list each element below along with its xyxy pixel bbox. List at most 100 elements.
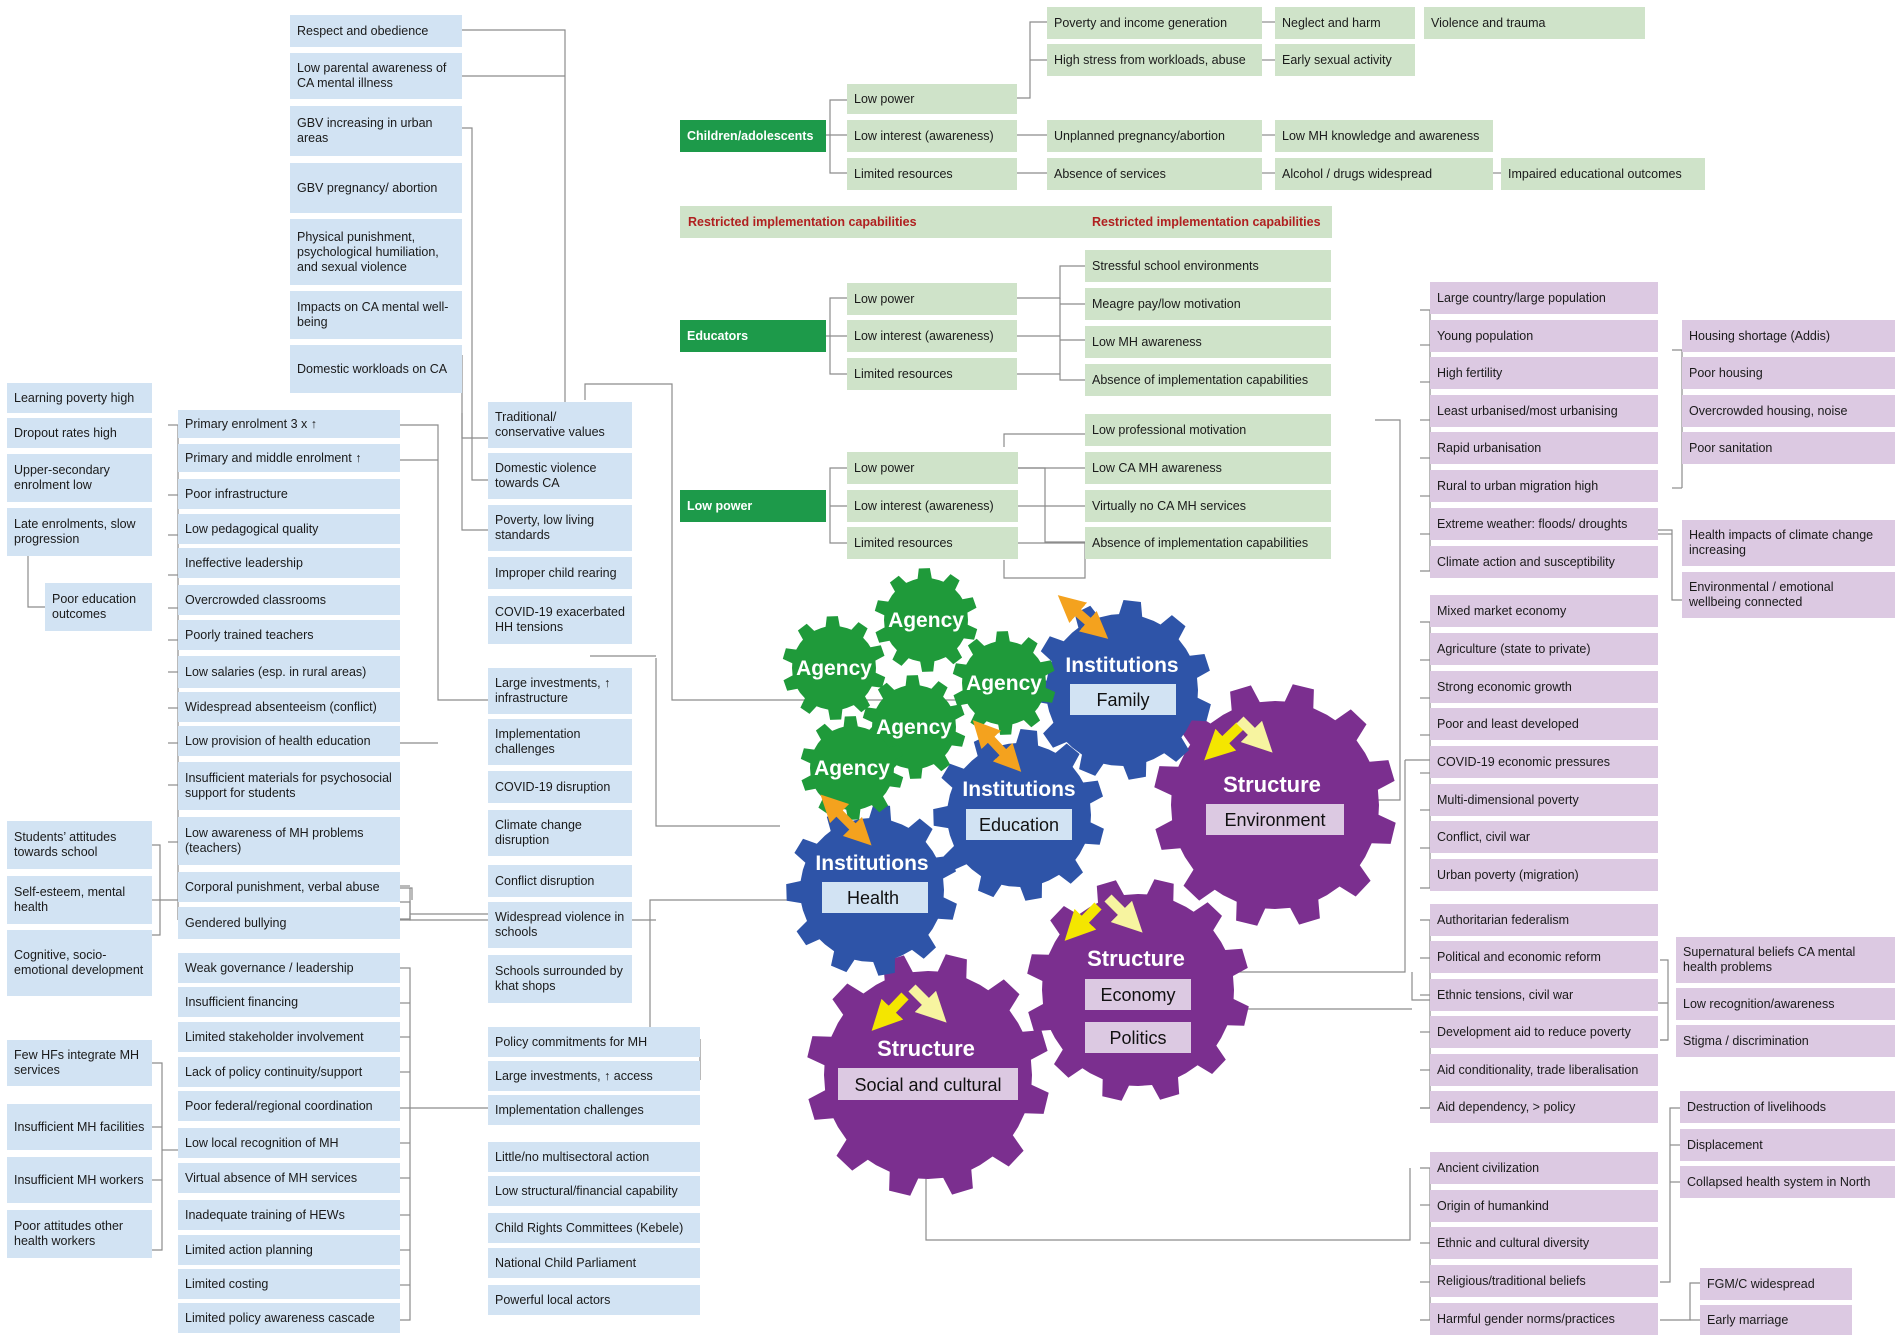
hlth-child-parliament: National Child Parliament <box>488 1248 700 1278</box>
node-poverty-income: Poverty and income generation <box>1047 7 1262 39</box>
soc-origin-humankind: Origin of humankind <box>1430 1190 1658 1222</box>
fam-low-parental: Low parental awareness of CA mental illn… <box>290 53 462 99</box>
fam-impacts-ca: Impacts on CA mental well-being <box>290 291 462 339</box>
hlth-few-hfs: Few HFs integrate MH services <box>7 1040 152 1086</box>
edu-overcrowded: Overcrowded classrooms <box>178 585 400 615</box>
env-poor-housing: Poor housing <box>1682 357 1895 389</box>
lp-no-ca-mh-services: Virtually no CA MH services <box>1085 490 1331 522</box>
node-unplanned-pregnancy: Unplanned pregnancy/abortion <box>1047 120 1262 152</box>
hlth-insufficient-facilities: Insufficient MH facilities <box>7 1104 152 1150</box>
edu-limited-resources: Limited resources <box>847 358 1017 390</box>
fam-poverty: Poverty, low living standards <box>488 505 632 551</box>
edu-primary-middle: Primary and middle enrolment ↑ <box>178 444 400 472</box>
soc-displacement: Displacement <box>1680 1129 1895 1161</box>
node-early-sexual: Early sexual activity <box>1275 44 1415 76</box>
arrow-econ-down-icon <box>1104 894 1143 933</box>
banner-text-right: Restricted implementation capabilities <box>1092 215 1321 229</box>
hlth-little-multisectoral: Little/no multisectoral action <box>488 1142 700 1172</box>
soc-ethnic-diversity: Ethnic and cultural diversity <box>1430 1227 1658 1259</box>
pol-stigma: Stigma / discrimination <box>1676 1025 1895 1057</box>
econ-agriculture: Agriculture (state to private) <box>1430 633 1658 665</box>
hlth-limited-action: Limited action planning <box>178 1235 400 1265</box>
gear-agency-1 <box>874 568 978 672</box>
env-poor-sanitation: Poor sanitation <box>1682 432 1895 464</box>
pol-reform: Political and economic reform <box>1430 941 1658 973</box>
edu-primary-enrolment: Primary enrolment 3 x ↑ <box>178 410 400 438</box>
edu-dropout: Dropout rates high <box>7 418 152 448</box>
edu-meagre-pay: Meagre pay/low motivation <box>1085 288 1331 320</box>
fam-traditional-values: Traditional/ conservative values <box>488 402 632 448</box>
hlth-low-local-recognition: Low local recognition of MH <box>178 1128 400 1158</box>
social-label-bg <box>838 1068 1018 1100</box>
economy-label-bg <box>1085 979 1191 1010</box>
education-gear-label: Education <box>979 815 1059 835</box>
lp-low-power: Low power <box>847 452 1018 484</box>
edu-self-esteem: Self-esteem, mental health <box>7 876 152 924</box>
arrow-soc-down-icon <box>908 984 947 1023</box>
social-gear-title: Structure <box>877 1036 975 1061</box>
edu-impl-challenges: Implementation challenges <box>488 719 632 765</box>
edu-low-salaries: Low salaries (esp. in rural areas) <box>178 656 400 688</box>
edu-absenteeism: Widespread absenteeism (conflict) <box>178 692 400 722</box>
node-violence-trauma: Violence and trauma <box>1424 7 1645 39</box>
agency-label-3: Agency <box>966 672 1042 695</box>
health-gear-label: Health <box>847 888 899 908</box>
health-gear-title: Institutions <box>815 852 928 875</box>
gear-agency-2 <box>782 616 886 720</box>
politics-label-bg <box>1085 1022 1191 1053</box>
hlth-policy-commitments: Policy commitments for MH <box>488 1027 700 1057</box>
social-gear-label: Social and cultural <box>854 1075 1001 1095</box>
pol-ethnic-tensions: Ethnic tensions, civil war <box>1430 979 1658 1011</box>
edu-low-awareness-mh: Low awareness of MH problems (teachers) <box>178 817 400 865</box>
edu-low-power: Low power <box>847 283 1017 315</box>
lp-absence-impl: Absence of implementation capabilities <box>1085 527 1331 559</box>
hlth-poor-attitudes: Poor attitudes other health workers <box>7 1210 152 1258</box>
soc-collapsed-health: Collapsed health system in North <box>1680 1166 1895 1198</box>
pol-supernatural-beliefs: Supernatural beliefs CA mental health pr… <box>1676 937 1895 983</box>
node-low-mh-knowledge: Low MH knowledge and awareness <box>1275 120 1493 152</box>
edu-poor-infra: Poor infrastructure <box>178 479 400 509</box>
agency-label-4: Agency <box>876 716 952 739</box>
arrow-family-agency-icon <box>1057 595 1109 639</box>
node-alcohol-drugs: Alcohol / drugs widespread <box>1275 158 1493 190</box>
family-gear-label: Family <box>1097 690 1150 710</box>
node-high-stress: High stress from workloads, abuse <box>1047 44 1262 76</box>
env-rapid-urbanisation: Rapid urbanisation <box>1430 432 1658 464</box>
edu-low-interest: Low interest (awareness) <box>847 320 1017 352</box>
environment-gear-title: Structure <box>1223 772 1321 797</box>
fam-improper-rearing: Improper child rearing <box>488 557 632 589</box>
edu-students-attitudes: Students’ attitudes towards school <box>7 821 152 869</box>
arrow-soc-up-icon <box>871 992 909 1031</box>
pol-authoritarian: Authoritarian federalism <box>1430 904 1658 936</box>
edu-absence-impl: Absence of implementation capabilities <box>1085 364 1331 396</box>
node-absence-services: Absence of services <box>1047 158 1262 190</box>
fam-physical-punishment: Physical punishment, psychological humil… <box>290 219 462 285</box>
fam-domestic-violence: Domestic violence towards CA <box>488 453 632 499</box>
edu-upper-secondary: Upper-secondary enrolment low <box>7 454 152 502</box>
environment-label-bg <box>1206 804 1344 835</box>
soc-early-marriage: Early marriage <box>1700 1305 1852 1335</box>
hlth-limited-stakeholder: Limited stakeholder involvement <box>178 1022 400 1052</box>
soc-religious-beliefs: Religious/traditional beliefs <box>1430 1265 1658 1297</box>
arrow-econ-up-icon <box>1064 902 1102 941</box>
arrow-education-agency-icon <box>972 720 1022 772</box>
node-limited-resources: Limited resources <box>847 158 1017 190</box>
fam-covid-hh: COVID-19 exacerbated HH tensions <box>488 596 632 644</box>
fam-domestic-workloads: Domestic workloads on CA <box>290 345 462 393</box>
pol-low-recognition: Low recognition/awareness <box>1676 988 1895 1020</box>
env-overcrowded-housing: Overcrowded housing, noise <box>1682 395 1895 427</box>
edu-stressful: Stressful school environments <box>1085 250 1331 282</box>
env-housing-shortage: Housing shortage (Addis) <box>1682 320 1895 352</box>
node-low-power: Low power <box>847 84 1017 114</box>
agency-label-1: Agency <box>888 609 964 632</box>
fam-gbv-pregnancy: GBV pregnancy/ abortion <box>290 163 462 213</box>
econ-poor-least-developed: Poor and least developed <box>1430 708 1658 740</box>
educators-root: Educators <box>680 320 826 352</box>
agency-label-2: Agency <box>796 657 872 680</box>
soc-fgm: FGM/C widespread <box>1700 1268 1852 1300</box>
edu-covid: COVID-19 disruption <box>488 771 632 803</box>
education-label-bg <box>966 809 1072 840</box>
arrow-env-down-icon <box>1236 716 1273 753</box>
